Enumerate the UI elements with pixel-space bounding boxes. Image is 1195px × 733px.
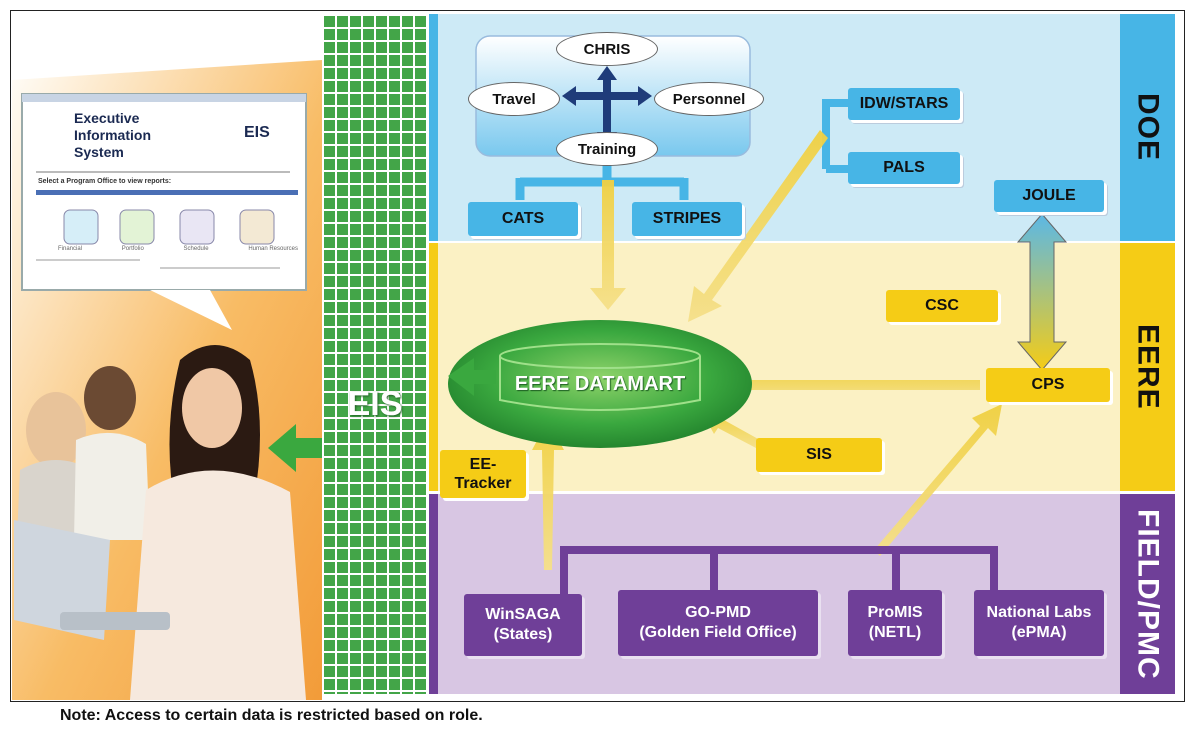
ee-tracker-line2: Tracker [454,475,512,492]
eis-grid-band [322,14,426,694]
zone-doe-bar [429,14,438,241]
field-tree [560,546,998,596]
node-cps: CPS [986,368,1110,402]
node-joule: JOULE [994,180,1104,212]
labs-name: National Labs [986,604,1092,621]
datamart-ellipse [448,320,752,448]
ee-tracker-line1: EE- [469,456,497,473]
node-pals: PALS [848,152,960,184]
promis-name: ProMIS [867,604,923,621]
zone-field-bar [429,494,438,694]
mockup-title: Executive Information System [74,110,151,160]
mockup-icon-labels: Financial Portfolio Schedule Human Resou… [58,246,298,252]
joule-cps-arrow [1016,213,1068,371]
datamart-to-eis-arrow [448,358,496,396]
mockup-icon-hr: Human Resources [248,246,298,252]
winsaga-name: WinSAGA [485,606,561,623]
mockup-icon-schedule: Schedule [183,246,209,252]
node-training: Training [556,132,658,166]
node-travel: Travel [468,82,560,116]
zone-eere-bar [429,243,438,491]
mockup-logo: EIS [244,124,270,141]
screen-mockup [21,93,307,291]
access-note: Note: Access to certain data is restrict… [60,707,483,724]
node-idw-stars: IDW/STARS [848,88,960,120]
node-ee-tracker: EE- Tracker [440,450,526,498]
gopmd-sub: (Golden Field Office) [639,624,797,641]
eis-label: EIS [347,384,403,423]
node-eere-datamart: EERE DATAMART [514,372,686,395]
mockup-instruction: Select a Program Office to view reports: [38,178,172,185]
mockup-icon-portfolio: Portfolio [121,246,144,252]
gopmd-name: GO-PMD [685,604,751,621]
node-go-pmd: GO-PMD (Golden Field Office) [618,590,818,656]
node-national-labs: National Labs (ePMA) [974,590,1104,656]
node-stripes: STRIPES [632,202,742,236]
zone-label-eere: EERE [1120,243,1175,491]
node-cats: CATS [468,202,578,236]
idw-bracket [822,99,848,173]
node-sis: SIS [756,438,882,472]
node-winsaga: WinSAGA (States) [464,594,582,656]
node-promis: ProMIS (NETL) [848,590,942,656]
zone-label-doe: DOE [1120,14,1175,241]
bubble-pointer [150,290,232,330]
arrow-to-user [268,424,322,472]
mockup-icon-financial: Financial [58,246,83,252]
promis-sub: (NETL) [868,624,922,641]
people-illustration [14,345,306,700]
winsaga-sub: (States) [493,626,553,643]
zone-label-field: FIELD/PMC [1120,494,1175,694]
labs-sub: (ePMA) [1011,624,1067,641]
node-chris: CHRIS [556,32,658,66]
node-csc: CSC [886,290,998,322]
node-personnel: Personnel [654,82,764,116]
flow-arrows [532,130,1002,570]
